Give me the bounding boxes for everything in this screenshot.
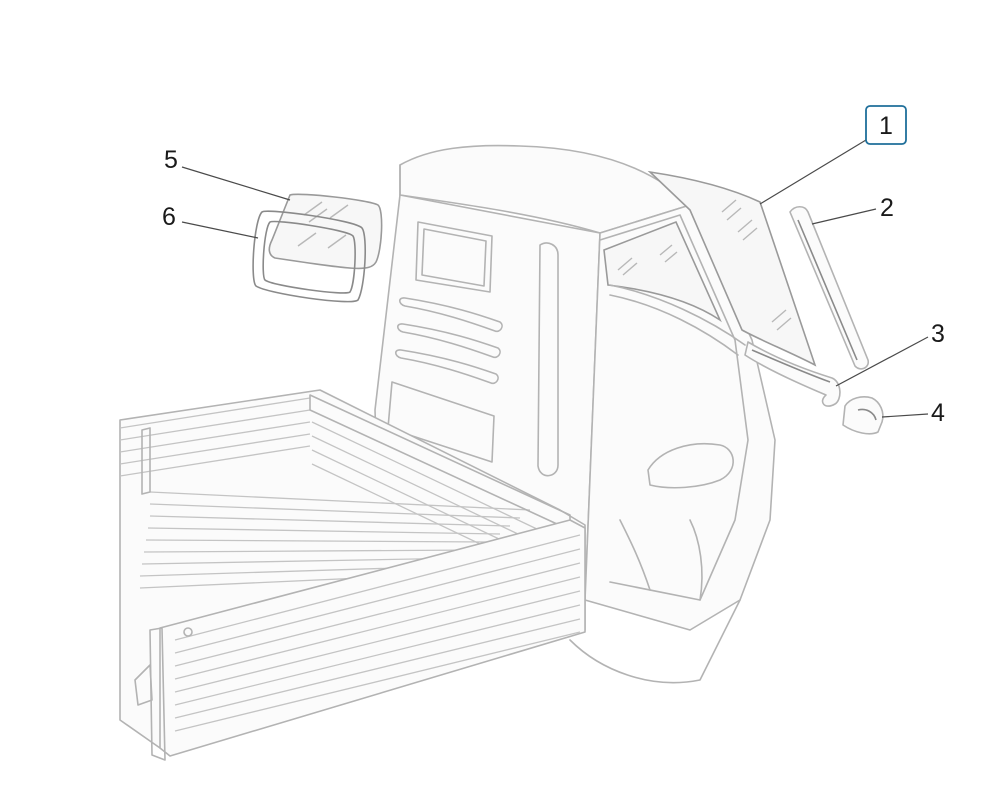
callout-1-highlight-box [865, 105, 907, 145]
bed-left-slats [119, 397, 311, 477]
leader-line-2 [811, 208, 877, 225]
callout-5-label[interactable]: 5 [164, 146, 178, 174]
side-window-glass-part [647, 170, 817, 367]
bed-gate-slats [174, 534, 581, 732]
callout-2-label[interactable]: 2 [880, 194, 894, 222]
cab-body [374, 144, 776, 684]
leader-line-3 [835, 336, 929, 387]
lower-channel-part [744, 341, 841, 407]
callout-4-label[interactable]: 4 [931, 399, 945, 427]
leader-line-6 [181, 221, 259, 239]
callout-3-label[interactable]: 3 [931, 320, 945, 348]
bed-floor-slats [139, 491, 531, 589]
callout-6-label[interactable]: 6 [162, 203, 176, 231]
callout-1[interactable]: 1 [865, 105, 907, 145]
corner-cap-part [842, 396, 884, 435]
rear-window-seal-part [252, 210, 366, 303]
leader-line-4 [881, 413, 929, 418]
leader-line-1 [759, 139, 867, 205]
callout-1-label: 1 [879, 112, 893, 140]
leader-lines [181, 139, 929, 418]
leader-line-5 [181, 166, 291, 201]
cargo-bed [119, 389, 586, 761]
seal-strip-part [789, 205, 870, 370]
